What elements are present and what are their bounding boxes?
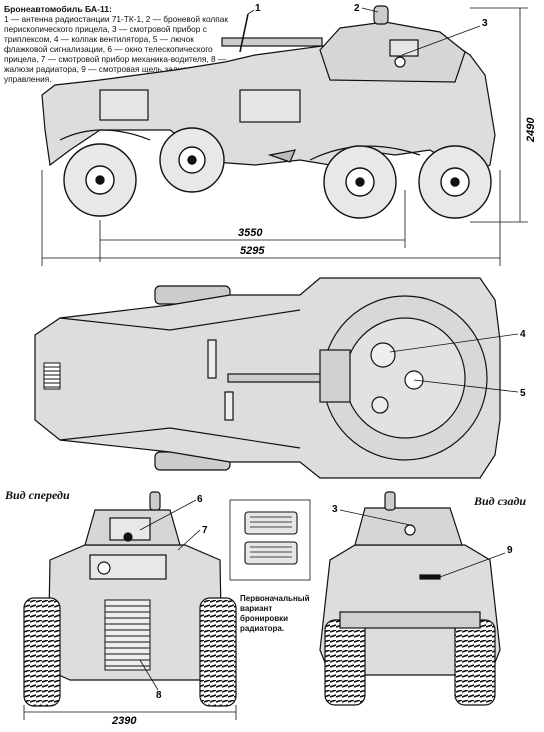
front-wheel-right xyxy=(199,597,237,707)
dimension-labels: 3550 5295 2490 2390 xyxy=(111,117,537,727)
radiator-variant xyxy=(229,499,311,581)
callout-4: 4 xyxy=(520,329,526,340)
dim-wheelbase: 3550 xyxy=(238,227,263,239)
dim-width: 2390 xyxy=(111,715,137,727)
callout-3-rear: 3 xyxy=(332,504,338,515)
side-view xyxy=(41,5,528,266)
callout-2: 2 xyxy=(354,3,360,14)
callout-3: 3 xyxy=(482,18,488,29)
legend: Бронеавтомобиль БА-11: 1 — антенна радио… xyxy=(4,4,234,84)
side-wheels xyxy=(63,127,492,219)
dim-length: 5295 xyxy=(240,245,265,257)
front-view-label: Вид спереди xyxy=(5,488,70,502)
legend-text: 1 — антенна радиостанции 71-ТК-1, 2 — бр… xyxy=(4,14,228,84)
dim-height: 2490 xyxy=(525,117,537,143)
rear-view xyxy=(319,491,501,706)
callout-5: 5 xyxy=(520,388,526,399)
radiator-note: Первоначальный вариант бронировки радиат… xyxy=(240,594,310,633)
rear-view-label: Вид сзади xyxy=(474,494,527,508)
rear-wheel-left xyxy=(324,619,366,706)
side-gun xyxy=(221,37,323,47)
top-view xyxy=(34,277,501,479)
callout-8: 8 xyxy=(156,690,162,701)
front-wheel-left xyxy=(23,597,61,707)
callout-numbers: 1 2 3 4 5 6 7 8 3 9 xyxy=(156,3,526,701)
front-radiator-louvres xyxy=(104,599,151,671)
top-gun xyxy=(227,373,329,383)
legend-title: Бронеавтомобиль БА-11: xyxy=(4,4,112,14)
callout-7: 7 xyxy=(202,525,208,536)
top-radiator-grille xyxy=(43,362,61,390)
callout-9: 9 xyxy=(507,545,513,556)
side-antenna xyxy=(239,13,249,53)
side-periscope-cap xyxy=(373,5,389,25)
front-view xyxy=(23,491,237,720)
callout-1: 1 xyxy=(255,3,261,14)
callout-6: 6 xyxy=(197,494,203,505)
rear-wheel-right xyxy=(454,619,496,706)
